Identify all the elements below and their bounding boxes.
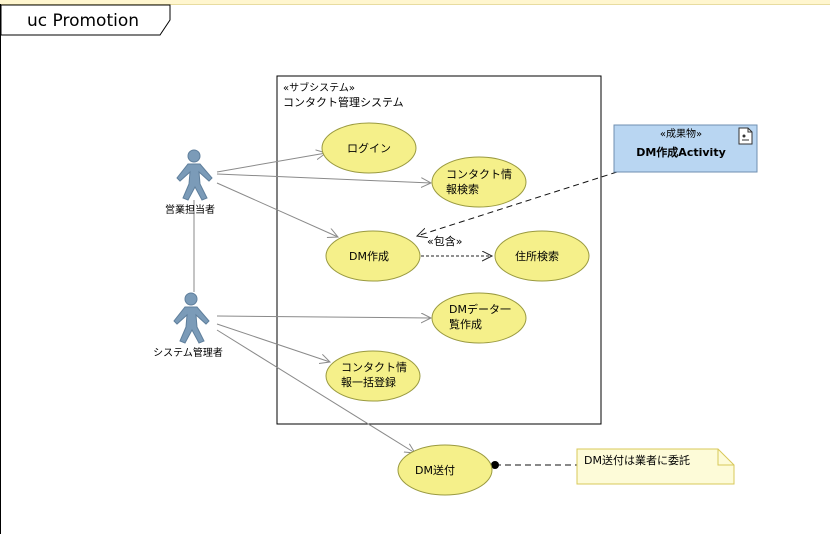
usecase-contact-search-line2: 報検索 [446, 182, 479, 196]
usecase-login[interactable]: ログイン [321, 122, 417, 174]
assoc-admin-bulk-register[interactable] [216, 323, 330, 362]
top-bar [0, 0, 830, 5]
artifact-box[interactable]: «成果物» DM作成Activity [613, 124, 758, 173]
assoc-admin-dm-send[interactable] [216, 329, 415, 453]
actor-admin-label: システム管理者 [153, 346, 223, 359]
note-box[interactable]: DM送付は業者に委託 [576, 448, 735, 485]
note-connector[interactable] [491, 461, 577, 469]
actor-admin[interactable]: システム管理者 [153, 292, 223, 359]
include-label: «包含» [427, 234, 462, 248]
frame-title-tab: uc Promotion [0, 4, 171, 36]
artifact-name: DM作成Activity [636, 145, 726, 159]
usecase-login-label: ログイン [347, 141, 391, 155]
usecase-dm-create-label: DM作成 [349, 250, 389, 263]
artifact-dependency[interactable]: «包含» [417, 171, 618, 248]
usecase-bulk-register-line2: 報一括登録 [341, 375, 396, 389]
frame-title: uc Promotion [27, 11, 139, 31]
usecase-bulk-register-line1: コンタクト情 [341, 361, 407, 374]
usecase-dm-send[interactable]: DM送付 [397, 444, 493, 496]
subsystem-name: コンタクト管理システム [283, 95, 404, 109]
usecase-dm-list-line2: 覧作成 [449, 317, 482, 331]
usecase-dm-list-line1: DMデータ一 [449, 302, 511, 316]
assoc-sales-login[interactable] [216, 153, 326, 173]
usecase-dm-send-label: DM送付 [415, 463, 455, 477]
actor-sales-label: 営業担当者 [165, 203, 215, 216]
usecase-dm-list[interactable]: DMデータ一 覧作成 [431, 292, 527, 344]
diagram-frame-border [0, 4, 829, 534]
assoc-admin-dm-list[interactable] [216, 316, 431, 318]
note-text: DM送付は業者に委託 [584, 453, 690, 467]
artifact-stereotype: «成果物» [660, 127, 702, 140]
usecase-dm-create[interactable]: DM作成 [325, 230, 421, 282]
assoc-sales-contact-search[interactable] [216, 173, 431, 183]
actor-sales[interactable]: 営業担当者 [165, 149, 215, 216]
subsystem-stereotype: «サブシステム» [283, 81, 355, 94]
usecase-contact-search-line1: コンタクト情 [446, 168, 512, 181]
usecase-contact-search[interactable]: コンタクト情 報検索 [431, 156, 527, 208]
usecase-bulk-register[interactable]: コンタクト情 報一括登録 [325, 350, 421, 402]
assoc-sales-dm-create[interactable] [216, 182, 338, 237]
usecase-address-search[interactable]: 住所検索 [494, 230, 590, 282]
usecase-address-search-label: 住所検索 [515, 249, 559, 263]
association-lines [193, 153, 431, 453]
artifact-icon [738, 127, 753, 145]
